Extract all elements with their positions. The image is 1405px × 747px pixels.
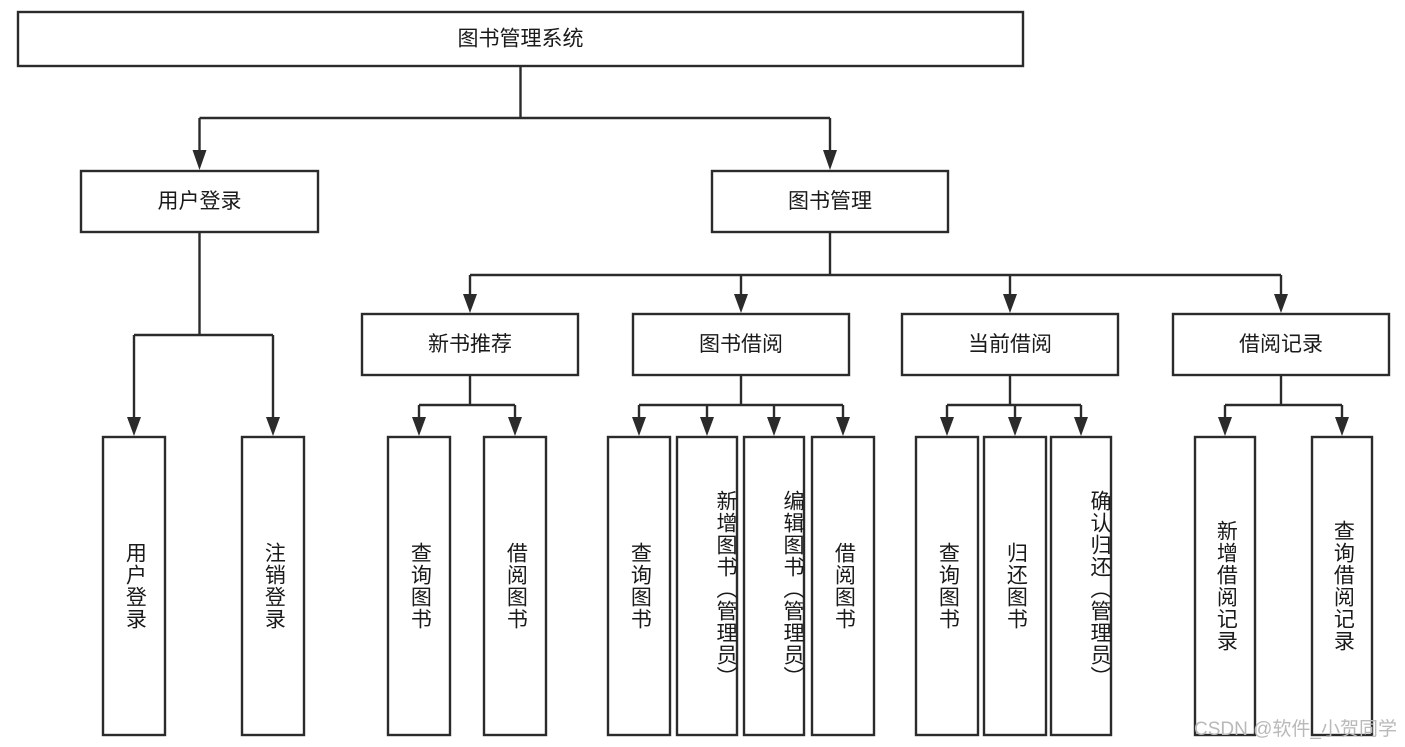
leaf-box-borrow-book-recommend[interactable] xyxy=(482,435,548,737)
leaf-box-add-borrow-record[interactable] xyxy=(1193,435,1257,737)
connector-book-borrow-to-leaves xyxy=(632,375,850,436)
leaf-box-return-book[interactable] xyxy=(982,435,1048,737)
node-new-book-recommend-box[interactable] xyxy=(360,312,580,377)
arrow-head-icon xyxy=(1335,417,1349,436)
leaf-box-user-login[interactable] xyxy=(101,435,167,737)
connector-current-borrow-to-leaves xyxy=(940,375,1088,436)
node-book-borrow-label: 图书借阅 xyxy=(699,333,783,356)
arrow-head-icon xyxy=(767,417,781,436)
arrow-head-icon xyxy=(192,150,207,170)
leaf-box-borrow-book[interactable] xyxy=(810,435,876,737)
node-user-login-label: 用户登录 xyxy=(158,190,242,213)
leaf-box-query-book-recommend[interactable] xyxy=(386,435,452,737)
leaf-box-edit-book-admin[interactable] xyxy=(742,435,806,737)
leaf-boxes xyxy=(101,435,1374,737)
leaf-box-confirm-return-admin[interactable] xyxy=(1049,435,1113,737)
arrow-head-icon xyxy=(836,417,850,436)
connector-new-book-recommend-to-leaves xyxy=(412,375,522,436)
node-user-login[interactable]: 用户登录 xyxy=(79,169,320,234)
arrow-head-icon xyxy=(1218,417,1232,436)
node-user-login-box[interactable] xyxy=(79,169,320,234)
arrow-head-icon xyxy=(1008,417,1022,436)
node-new-book-recommend-label: 新书推荐 xyxy=(428,333,512,356)
node-current-borrow-label: 当前借阅 xyxy=(968,333,1052,356)
node-book-management-label: 图书管理 xyxy=(788,190,872,213)
arrow-head-icon xyxy=(1003,294,1017,313)
arrow-head-icon xyxy=(266,417,280,436)
arrow-head-icon xyxy=(1074,417,1088,436)
connector-user-login-to-leaves xyxy=(127,232,280,436)
node-book-borrow[interactable]: 图书借阅 xyxy=(631,312,851,377)
arrow-head-icon xyxy=(1274,294,1288,313)
leaf-box-query-borrow-record[interactable] xyxy=(1310,435,1374,737)
node-root-box[interactable] xyxy=(16,10,1025,68)
leaf-box-query-book-current[interactable] xyxy=(914,435,980,737)
arrow-head-icon xyxy=(127,417,141,436)
arrow-head-icon xyxy=(508,417,522,436)
arrow-head-icon xyxy=(734,294,748,313)
node-current-borrow[interactable]: 当前借阅 xyxy=(900,312,1120,377)
arrow-head-icon xyxy=(632,417,646,436)
node-root-label: 图书管理系统 xyxy=(458,28,584,51)
leaf-box-query-book-borrow[interactable] xyxy=(606,435,672,737)
connector-borrow-record-to-leaves xyxy=(1218,375,1349,436)
node-current-borrow-box[interactable] xyxy=(900,312,1120,377)
node-new-book-recommend[interactable]: 新书推荐 xyxy=(360,312,580,377)
node-borrow-record[interactable]: 借阅记录 xyxy=(1171,312,1391,377)
node-root[interactable]: 图书管理系统 xyxy=(16,10,1025,68)
watermark-text: CSDN @软件_小贺同学 xyxy=(1194,719,1397,740)
connector-book-management-to-level3 xyxy=(463,232,1288,313)
arrow-head-icon xyxy=(700,417,714,436)
node-book-management[interactable]: 图书管理 xyxy=(710,169,950,234)
arrow-head-icon xyxy=(463,294,477,313)
arrow-head-icon xyxy=(412,417,426,436)
leaf-box-logout[interactable] xyxy=(240,435,306,737)
arrow-head-icon xyxy=(940,417,954,436)
node-borrow-record-label: 借阅记录 xyxy=(1239,333,1323,356)
connector-root-to-level2 xyxy=(192,66,837,170)
leaf-box-add-book-admin[interactable] xyxy=(675,435,739,737)
arrow-head-icon xyxy=(823,150,837,170)
